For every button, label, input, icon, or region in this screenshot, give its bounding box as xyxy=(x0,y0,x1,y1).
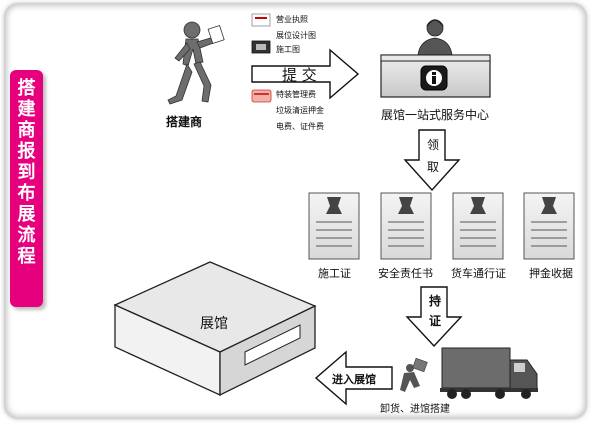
service-center-label: 展馆一站式服务中心 xyxy=(381,108,490,122)
process-title-bar: 搭建商报到布展流程 xyxy=(10,70,43,307)
business-license-icon xyxy=(251,13,271,27)
contractor-figure-icon xyxy=(167,21,225,105)
fee-label: 电费、证件费 xyxy=(276,122,324,131)
process-title-char: 报 xyxy=(17,141,36,162)
service-desk-icon xyxy=(380,19,491,98)
certificate-icon xyxy=(523,192,575,260)
hold-certificate-label: 持证 xyxy=(428,294,441,328)
hold-certificate-arrow xyxy=(405,286,463,348)
fee-label: 特装管理费 xyxy=(276,90,316,99)
collect-label: 领取 xyxy=(426,138,439,174)
construction-drawing-icon xyxy=(251,40,271,54)
fee-label: 垃圾清运押金 xyxy=(276,106,324,115)
document-label: 施工图 xyxy=(276,45,300,54)
document-label: 营业执照 xyxy=(276,15,308,24)
process-title-char: 布 xyxy=(17,183,36,204)
process-title: 搭建商报到布展流程 xyxy=(10,78,43,267)
document-label: 展位设计图 xyxy=(276,31,316,40)
fee-card-icon xyxy=(251,89,272,103)
process-title-char: 程 xyxy=(17,246,36,267)
submit-label: 提 交 xyxy=(282,66,317,84)
process-title-char: 到 xyxy=(17,162,36,183)
process-title-char: 搭 xyxy=(17,78,36,99)
unload-label: 卸货、进馆搭建 xyxy=(380,404,450,415)
process-title-char: 流 xyxy=(17,225,36,246)
exhibition-hall-icon xyxy=(113,261,317,397)
certificate-label: 货车通行证 xyxy=(451,267,506,280)
exhibition-hall-label: 展馆 xyxy=(200,316,228,332)
worker-carrying-icon xyxy=(400,357,428,392)
delivery-truck-icon xyxy=(440,347,538,399)
certificate-label: 押金收据 xyxy=(529,267,573,280)
certificate-icon xyxy=(380,192,432,260)
submit-arrow xyxy=(251,48,360,100)
enter-hall-label: 进入展馆 xyxy=(332,373,376,386)
certificate-label: 安全责任书 xyxy=(378,267,433,280)
collect-arrow xyxy=(403,129,461,192)
certificate-icon xyxy=(308,192,360,260)
process-title-char: 展 xyxy=(17,204,36,225)
enter-hall-arrow xyxy=(314,350,393,406)
process-title-char: 建 xyxy=(17,99,36,120)
contractor-label: 搭建商 xyxy=(166,115,203,129)
certificate-icon xyxy=(452,192,504,260)
process-title-char: 商 xyxy=(17,120,36,141)
certificate-label: 施工证 xyxy=(318,267,351,280)
